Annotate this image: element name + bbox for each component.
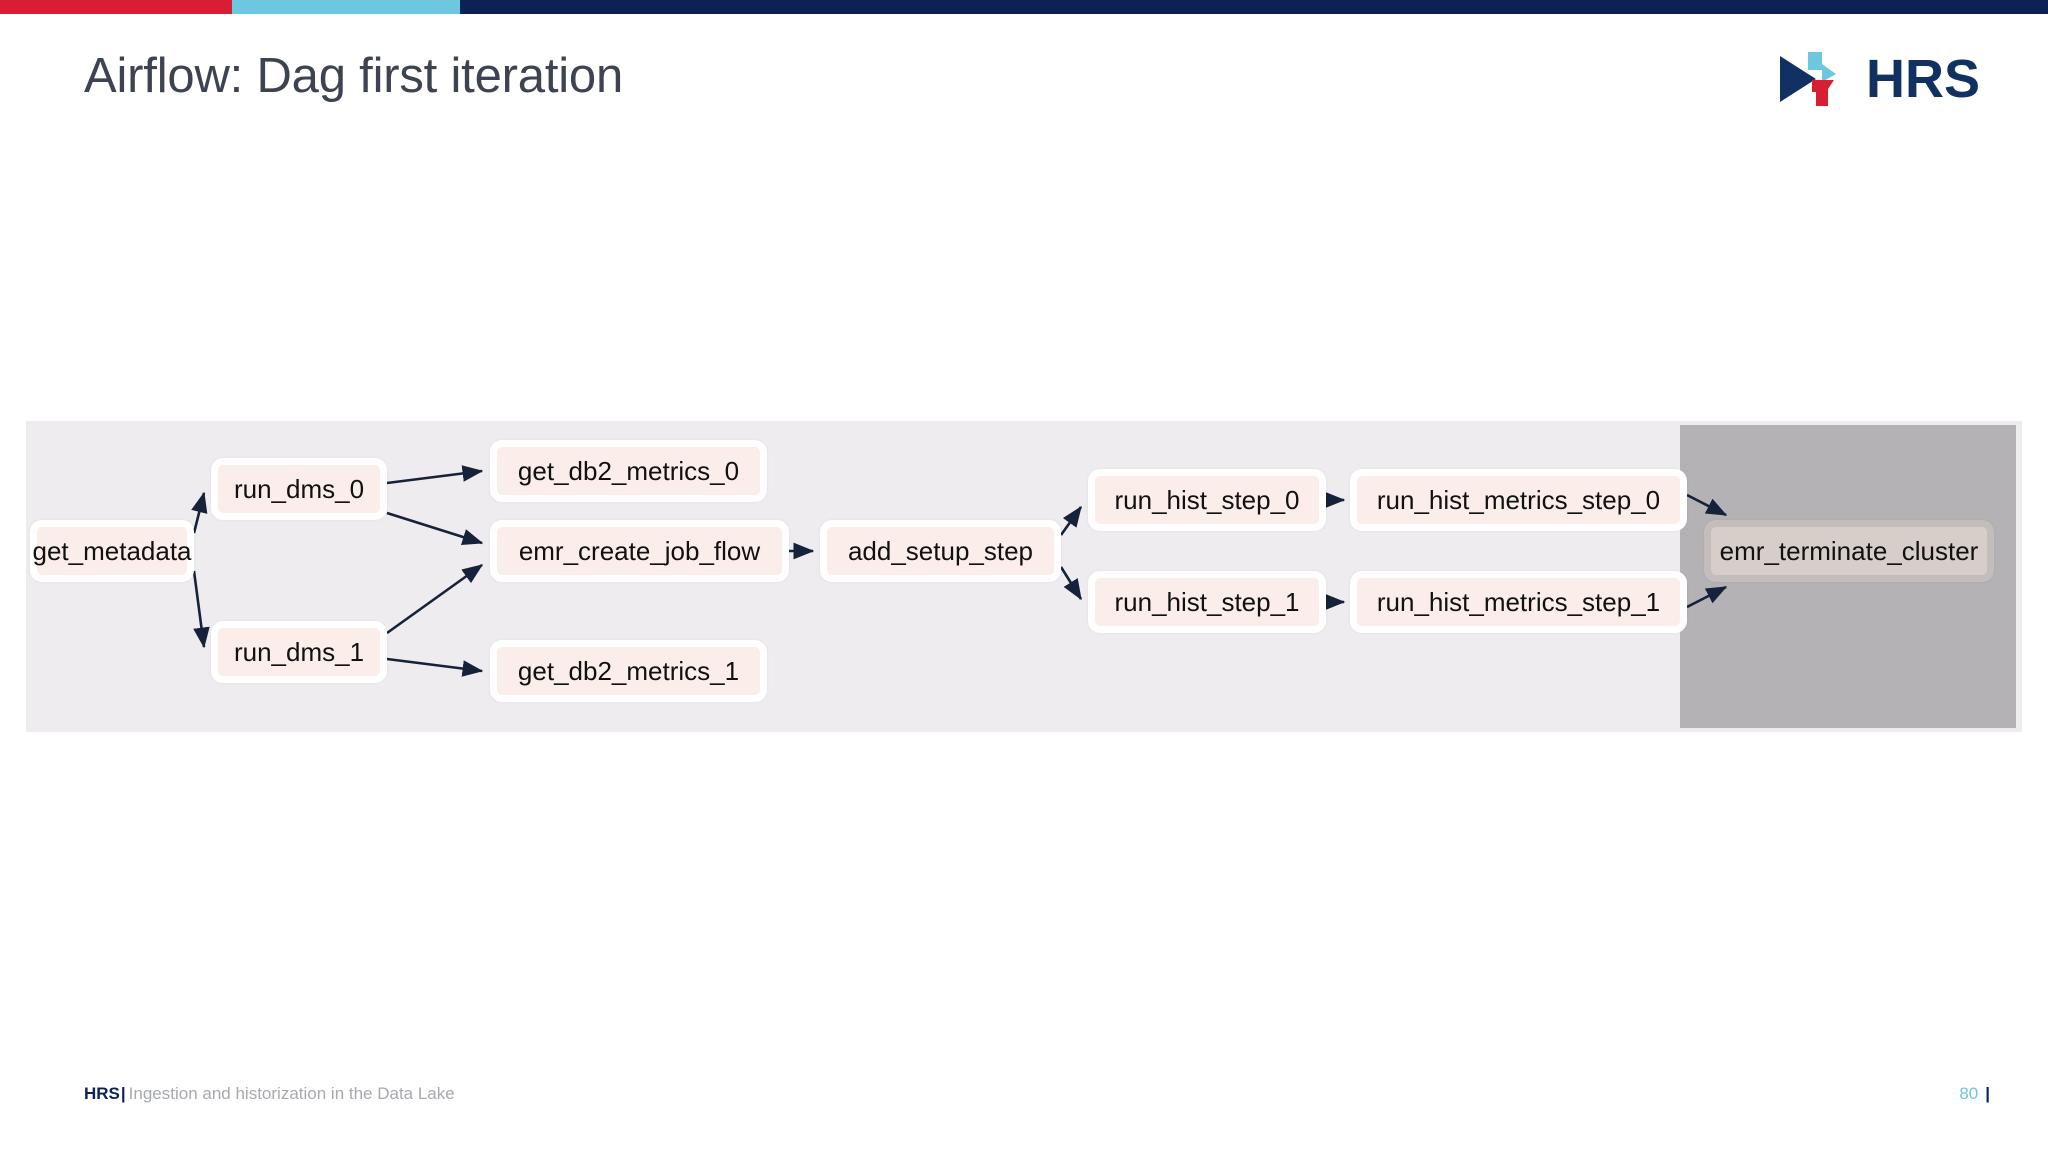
top-accent-bar <box>0 0 2048 14</box>
dag-node-label: get_metadata <box>32 535 192 566</box>
dag-node-get_db2_metrics_0[interactable]: get_db2_metrics_0 <box>490 440 767 502</box>
dag-node-run_hist_step_0[interactable]: run_hist_step_0 <box>1088 469 1326 531</box>
page-number-bar: | <box>1985 1084 1990 1103</box>
dag-node-label: emr_create_job_flow <box>518 535 761 566</box>
dag-node-label: run_hist_step_0 <box>1114 484 1300 515</box>
accent-segment-navy <box>460 0 2048 14</box>
page-number: 80 | <box>1959 1084 1990 1104</box>
footer-brand: HRS <box>84 1084 120 1103</box>
dag-node-run_dms_1[interactable]: run_dms_1 <box>211 621 387 683</box>
dag-node-get_metadata[interactable]: get_metadata <box>30 520 194 582</box>
dag-node-get_db2_metrics_1[interactable]: get_db2_metrics_1 <box>490 640 767 702</box>
dag-node-run_dms_0[interactable]: run_dms_0 <box>211 458 387 520</box>
dag-node-add_setup_step[interactable]: add_setup_step <box>820 520 1061 582</box>
accent-segment-cyan <box>232 0 460 14</box>
dag-node-label: run_hist_metrics_step_1 <box>1376 586 1661 617</box>
dag-node-emr_create_job_flow[interactable]: emr_create_job_flow <box>490 520 789 582</box>
page-number-value: 80 <box>1959 1084 1979 1103</box>
dag-node-emr_terminate_cluster[interactable]: emr_terminate_cluster <box>1704 520 1994 582</box>
dag-node-label: add_setup_step <box>847 535 1034 566</box>
footer-subtitle: Ingestion and historization in the Data … <box>128 1084 455 1103</box>
page-title: Airflow: Dag first iteration <box>84 49 624 103</box>
dag-node-label: run_hist_step_1 <box>1114 586 1300 617</box>
dag-node-label: run_dms_1 <box>233 636 365 667</box>
hrs-logo-text: HRS <box>1865 49 1980 109</box>
dag-node-run_hist_metrics_step_1[interactable]: run_hist_metrics_step_1 <box>1350 571 1687 633</box>
dag-node-run_hist_metrics_step_0[interactable]: run_hist_metrics_step_0 <box>1350 469 1687 531</box>
hrs-logo: HRS <box>1778 48 1980 110</box>
footer: HRS|Ingestion and historization in the D… <box>84 1084 455 1104</box>
dag-node-label: get_db2_metrics_0 <box>517 455 740 486</box>
dag-node-run_hist_step_1[interactable]: run_hist_step_1 <box>1088 571 1326 633</box>
dag-node-label: run_hist_metrics_step_0 <box>1376 484 1661 515</box>
dag-node-label: run_dms_0 <box>233 473 365 504</box>
footer-separator: | <box>120 1084 126 1103</box>
dag-node-label: emr_terminate_cluster <box>1719 535 1979 566</box>
accent-segment-red <box>0 0 232 14</box>
dag-node-label: get_db2_metrics_1 <box>517 655 740 686</box>
airflow-dag-panel: get_metadata run_dms_0 run_dms_1 get_db2_me… <box>26 421 2022 732</box>
hrs-arrow-mark <box>1779 52 1836 106</box>
